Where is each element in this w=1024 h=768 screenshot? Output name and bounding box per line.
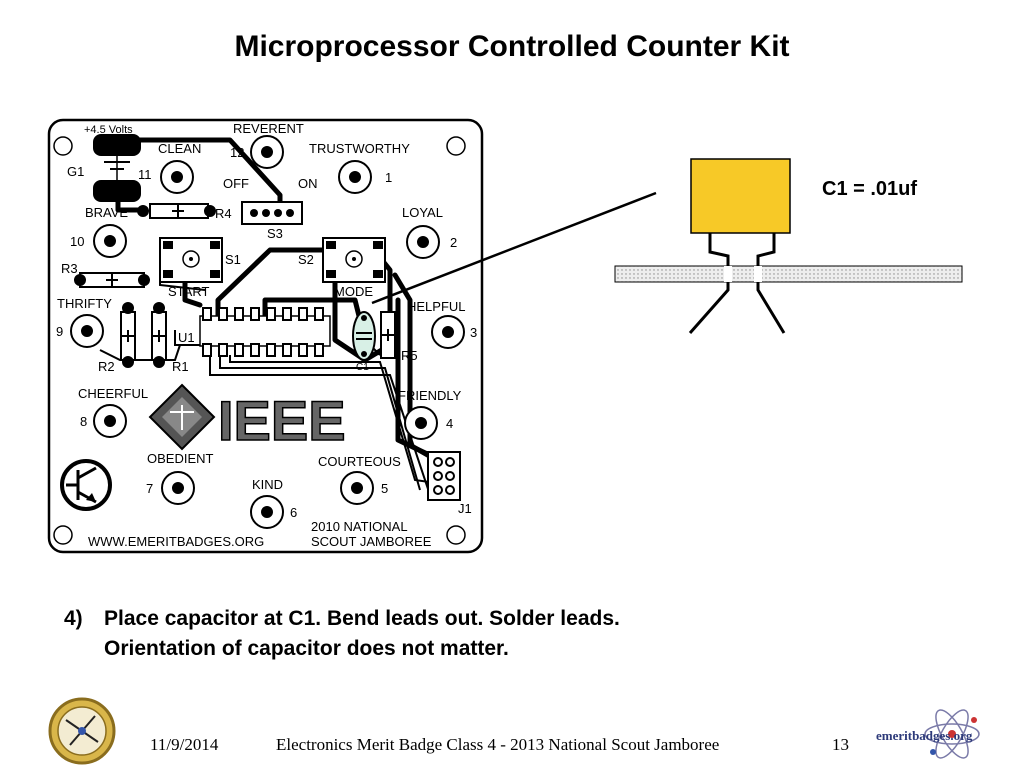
- pushbutton-s1: [159, 237, 223, 283]
- label-courteous: COURTEOUS: [318, 454, 401, 469]
- label-s2: S2: [298, 252, 314, 267]
- ieee-wordmark: IEEE: [218, 389, 346, 452]
- led-7: [161, 471, 195, 505]
- resistor-r3: [74, 272, 150, 288]
- led-10: [93, 224, 127, 258]
- led-6: [250, 495, 284, 529]
- label-r3: R3: [61, 261, 78, 276]
- ieee-diamond-icon: [148, 383, 216, 451]
- label-c1: C1: [356, 362, 369, 373]
- label-obedient: OBEDIENT: [147, 451, 214, 466]
- label-s3: S3: [267, 226, 283, 241]
- transistor-icon: [60, 459, 112, 511]
- capacitor-illustration: [614, 158, 963, 334]
- step-text-line1: Place capacitor at C1. Bend leads out. S…: [104, 607, 620, 630]
- label-n1: 1: [385, 170, 392, 185]
- label-n11: 11: [138, 167, 152, 182]
- resistors: [74, 203, 396, 368]
- resistor-r2: [120, 302, 136, 368]
- label-n10: 10: [70, 234, 84, 249]
- label-n4: 4: [446, 416, 453, 431]
- resistor-r5: [380, 311, 396, 359]
- label-n6: 6: [290, 505, 297, 520]
- pushbutton-s2: [322, 237, 386, 283]
- label-r4: R4: [215, 206, 232, 221]
- label-brave: BRAVE: [85, 205, 128, 220]
- label-jamboree: SCOUT JAMBOREE: [311, 534, 432, 549]
- label-loyal: LOYAL: [402, 205, 443, 220]
- label-u1: U1: [178, 330, 195, 345]
- pointer-line: [371, 191, 657, 305]
- label-helpful: HELPFUL: [407, 299, 466, 314]
- battery-g1: [93, 134, 141, 202]
- label-kind: KIND: [252, 477, 283, 492]
- label-clean: CLEAN: [158, 141, 201, 156]
- ic-u1: [199, 307, 331, 357]
- led-11: [160, 160, 194, 194]
- led-pads: [70, 135, 465, 529]
- label-website: WWW.EMERITBADGES.ORG: [88, 534, 264, 549]
- label-r5: R5: [401, 348, 418, 363]
- switch-s3: [241, 201, 303, 225]
- led-12: [250, 135, 284, 169]
- label-n8: 8: [80, 414, 87, 429]
- label-thrifty: THRIFTY: [57, 296, 112, 311]
- logo-text: emeritbadges.org: [876, 728, 973, 743]
- step-text-line2: Orientation of capacitor does not matter…: [104, 637, 509, 660]
- resistor-r4: [137, 203, 216, 219]
- label-n5: 5: [381, 481, 388, 496]
- label-friendly: FRIENDLY: [398, 388, 462, 403]
- led-3: [431, 315, 465, 349]
- led-9: [70, 314, 104, 348]
- capacitor-value-label: C1 = .01uf: [822, 178, 918, 200]
- label-off: OFF: [223, 176, 249, 191]
- label-national: 2010 NATIONAL: [311, 519, 408, 534]
- label-on: ON: [298, 176, 318, 191]
- label-r1: R1: [172, 359, 189, 374]
- footer-title: Electronics Merit Badge Class 4 - 2013 N…: [276, 735, 720, 754]
- label-trustworthy: TRUSTWORTHY: [309, 141, 410, 156]
- footer-page-number: 13: [832, 735, 849, 754]
- label-r2: R2: [98, 359, 115, 374]
- slide-title: Microprocessor Controlled Counter Kit: [234, 30, 790, 63]
- label-mode: MODE: [334, 284, 373, 299]
- label-start: START: [168, 284, 209, 299]
- label-reverent: REVERENT: [233, 121, 304, 136]
- step-number: 4): [64, 607, 83, 630]
- label-n2: 2: [450, 235, 457, 250]
- led-4: [404, 406, 438, 440]
- footer-date: 11/9/2014: [150, 735, 219, 754]
- led-2: [406, 225, 440, 259]
- capacitor-c1-footprint: [352, 311, 376, 361]
- label-n7: 7: [146, 481, 153, 496]
- connector-j1: [427, 451, 461, 501]
- led-8: [93, 404, 127, 438]
- label-j1: J1: [458, 501, 472, 516]
- label-n9: 9: [56, 324, 63, 339]
- led-5: [340, 471, 374, 505]
- label-n3: 3: [470, 325, 477, 340]
- label-n12: 12: [230, 145, 244, 160]
- label-voltage: +4.5 Volts: [84, 124, 133, 136]
- label-g1: G1: [67, 164, 84, 179]
- merit-badge-icon: [48, 697, 116, 765]
- atom-logo-icon: [924, 709, 980, 759]
- label-s1: S1: [225, 252, 241, 267]
- led-1: [338, 160, 372, 194]
- resistor-r1: [151, 302, 167, 368]
- label-cheerful: CHEERFUL: [78, 386, 148, 401]
